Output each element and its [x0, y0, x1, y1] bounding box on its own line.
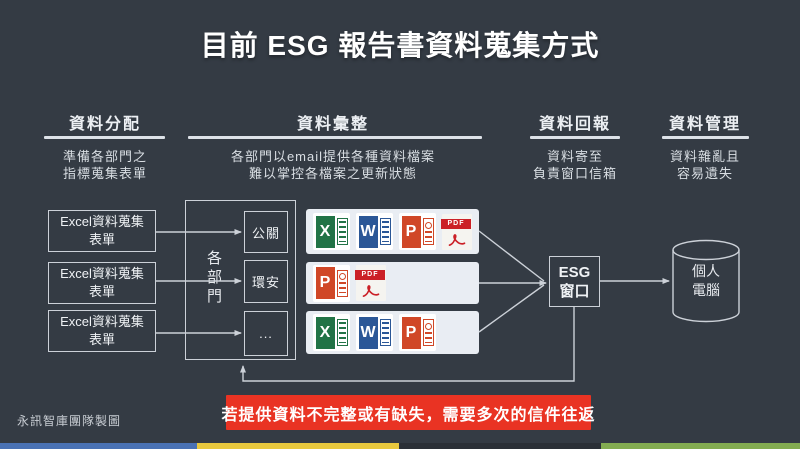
powerpoint-file-icon: P: [399, 314, 436, 351]
excel-form-box-3: Excel資料蒐集表單: [48, 310, 156, 352]
department-box-ehs: 環安: [244, 260, 288, 303]
line-files1-to-esg: [478, 230, 545, 282]
footer-strip-blue: [0, 443, 197, 449]
column-desc-management: 資料雜亂且 容易遺失: [669, 149, 740, 181]
column-header-management: 資料管理: [668, 116, 741, 133]
line-files3-to-esg: [478, 284, 545, 333]
personal-computer-label: 個人 電腦: [692, 263, 720, 298]
esg-contact-box: ESG 窗口: [549, 256, 600, 307]
excel-file-icon: X: [313, 213, 350, 250]
column-desc-distribution: 準備各部門之 指標蒐集表單: [62, 149, 147, 181]
page-title: 目前 ESG 報告書資料蒐集方式: [200, 30, 600, 61]
footer-color-strip: [0, 443, 800, 449]
warning-banner: 若提供資料不完整或有缺失，需要多次的信件往返: [222, 395, 595, 430]
footer-strip-yellow: [197, 443, 399, 449]
powerpoint-file-icon: P: [313, 264, 350, 302]
department-box-more: ...: [244, 311, 288, 356]
header-underline: [530, 136, 620, 139]
department-group-label: 各部門: [205, 250, 222, 307]
column-header-distribution: 資料分配: [68, 116, 141, 133]
credit-text: 永訊智庫團隊製圖: [17, 414, 122, 428]
department-box-pr: 公關: [244, 211, 288, 253]
footer-strip-dark: [399, 443, 601, 449]
column-desc-report: 資料寄至 負責窗口信箱: [532, 149, 617, 181]
column-header-report: 資料回報: [538, 116, 611, 133]
column-header-consolidation: 資料彙整: [296, 116, 369, 133]
excel-file-icon: X: [313, 314, 350, 351]
header-underline: [44, 136, 165, 139]
excel-form-box-1: Excel資料蒐集表單: [48, 210, 156, 252]
pdf-file-icon: PDF: [441, 213, 472, 250]
header-underline: [662, 136, 749, 139]
column-desc-consolidation: 各部門以email提供各種資料檔案 難以掌控各檔案之更新狀態: [230, 149, 436, 181]
powerpoint-file-icon: P: [399, 213, 436, 250]
excel-form-box-2: Excel資料蒐集表單: [48, 262, 156, 304]
department-group-box: [185, 200, 296, 360]
word-file-icon: W: [356, 213, 393, 250]
pdf-file-icon: PDF: [355, 265, 386, 301]
header-underline: [188, 136, 482, 139]
footer-strip-green: [601, 443, 800, 449]
word-file-icon: W: [356, 314, 393, 351]
